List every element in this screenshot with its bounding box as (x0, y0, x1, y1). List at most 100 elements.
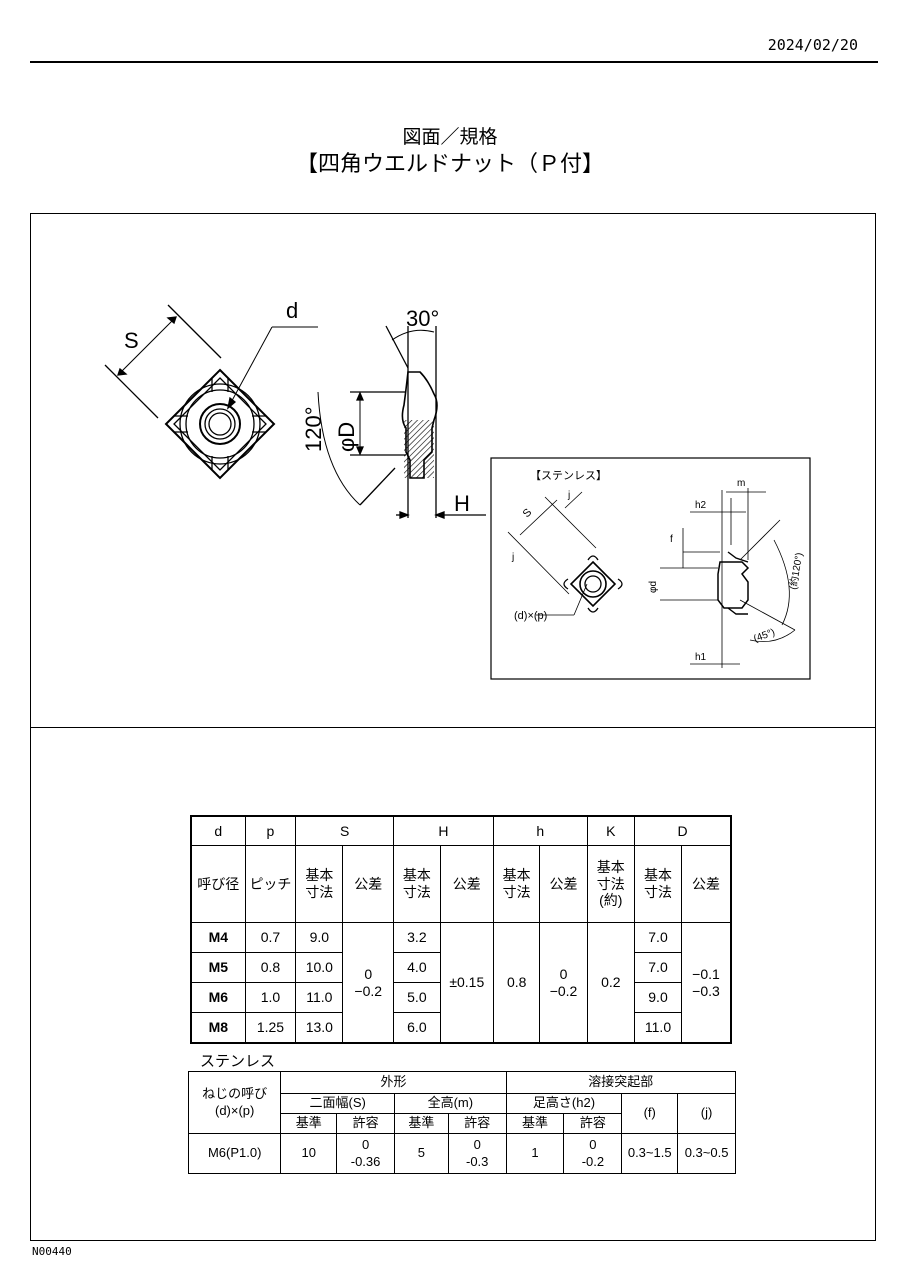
hdr-d-basic: 基本寸法 (634, 845, 682, 923)
inset-label-phid: φd (648, 581, 659, 593)
header-rule (30, 61, 878, 63)
col-dd: D (634, 815, 732, 846)
inset-label-f: f (670, 534, 673, 545)
col-d: d (190, 815, 246, 846)
document-subtitle: 【四角ウエルドナット（Ｐ付】 (295, 152, 604, 177)
col-s: S (295, 815, 395, 846)
document-title: 図面／規格 (402, 126, 498, 148)
cell-s-tol: 0-0.36 (336, 1133, 395, 1174)
cell-p: 1.25 (244, 1012, 297, 1044)
hdr-h-tol: 公差 (439, 845, 494, 923)
table-row: M6(P1.0) 10 0-0.36 5 0-0.3 1 0-0.2 0.3~1… (187, 1133, 736, 1174)
inset-drawings (507, 488, 796, 668)
document-id: N00440 (32, 1245, 72, 1258)
cell-d: M5 (190, 952, 246, 983)
hdr-tol: 許容 (563, 1113, 623, 1134)
cell-s-std: 10 (280, 1133, 338, 1174)
label-h: H (454, 491, 470, 516)
label-s: S (124, 328, 139, 353)
stainless-table: ねじの呼び(d)×(p) 外形 溶接突起部 二面幅(S) 全高(m) 足高さ(h… (187, 1071, 737, 1174)
hdr-tol: 許容 (447, 1113, 507, 1134)
col-h: H (393, 815, 494, 846)
cell-h2-std: 1 (505, 1133, 565, 1174)
cell-h: 6.0 (393, 1012, 441, 1044)
cell-p: 0.8 (244, 952, 297, 983)
document-date: 2024/02/20 (767, 36, 858, 54)
cell-dd: 7.0 (634, 952, 682, 983)
cell-s: 9.0 (295, 922, 344, 953)
cell-dd: 7.0 (634, 922, 682, 953)
cell-d: M8 (190, 1012, 246, 1044)
cell-hh-tol: 0−0.2 (539, 922, 588, 1044)
label-angle-30: 30° (406, 306, 439, 331)
hdr-j: (j) (677, 1093, 736, 1134)
cell-name: M6(P1.0) (187, 1133, 282, 1174)
cell-d: M6 (190, 982, 246, 1013)
inset-label-h1: h1 (695, 652, 707, 663)
inset-label-s: S (521, 506, 535, 520)
table-row: M8 1.25 13.0 6.0 11.0 (190, 1012, 731, 1044)
inset-label-120: (約120°) (786, 551, 805, 590)
label-d: d (286, 298, 298, 323)
hdr-tol: 許容 (336, 1113, 395, 1134)
inset-label-45: (45°) (752, 627, 776, 645)
cell-d: M4 (190, 922, 246, 953)
col-p: p (244, 815, 297, 846)
hdr-hh-basic: 基本寸法 (492, 845, 541, 923)
cell-hh: 0.8 (492, 922, 541, 1044)
spec-table: d p S H h K D 呼び径 ピッチ 基本寸法 公差 基本寸法 公差 基本… (190, 815, 732, 1044)
cell-f: 0.3~1.5 (621, 1133, 679, 1174)
cell-d-tol: −0.1−0.3 (680, 922, 732, 1044)
cell-h2-tol: 0-0.2 (563, 1133, 623, 1174)
hdr-s-basic: 基本寸法 (295, 845, 344, 923)
hdr-h-basic: 基本寸法 (393, 845, 441, 923)
hdr-std: 基準 (505, 1113, 565, 1134)
cell-s: 11.0 (295, 982, 344, 1013)
inset-title: 【ステンレス】 (530, 469, 607, 482)
label-phi-d: φD (334, 422, 359, 452)
hdr-std: 基準 (280, 1113, 338, 1134)
label-angle-120: 120° (301, 406, 326, 452)
inset-label-h2: h2 (695, 500, 707, 511)
cell-s-tol: 0−0.2 (342, 922, 395, 1044)
cell-h: 4.0 (393, 952, 441, 983)
hdr-d-tol: 公差 (680, 845, 732, 923)
cell-dd: 11.0 (634, 1012, 682, 1044)
nut-side-view (317, 325, 486, 519)
cell-s: 10.0 (295, 952, 344, 983)
nut-top-view (104, 304, 318, 480)
hdr-hh-tol: 公差 (539, 845, 588, 923)
cell-h: 3.2 (393, 922, 441, 953)
hdr-pitch: ピッチ (244, 845, 297, 923)
inset-label-m: m (737, 478, 745, 489)
inset-label-j2: j (511, 552, 514, 563)
col-k: K (586, 815, 636, 846)
cell-j: 0.3~0.5 (677, 1133, 736, 1174)
hdr-k-basic: 基本寸法(約) (586, 845, 636, 923)
inset-label-dp: (d)×(p) (514, 610, 547, 622)
table-row: M4 0.7 9.0 0−0.2 3.2 ±0.15 0.8 0−0.2 0.2… (190, 922, 732, 1044)
cell-dd: 9.0 (634, 982, 682, 1013)
hdr-height: 全高(m) (394, 1093, 507, 1114)
hdr-s-tol: 公差 (342, 845, 395, 923)
cell-p: 0.7 (244, 922, 297, 953)
technical-drawing: S d 30° 120° φD H 【ステンレス】 S j j (d)×(p) … (104, 298, 811, 680)
hdr-thread-name: ねじの呼び(d)×(p) (187, 1071, 282, 1134)
inset-label-j1: j (567, 490, 570, 501)
hdr-width: 二面幅(S) (280, 1093, 395, 1114)
stainless-caption: ステンレス (200, 1053, 276, 1070)
cell-m-std: 5 (394, 1133, 449, 1174)
cell-h-tol: ±0.15 (439, 922, 494, 1044)
hdr-shape: 外形 (280, 1071, 507, 1094)
hdr-foot: 足高さ(h2) (505, 1093, 623, 1114)
hdr-nominal: 呼び径 (190, 845, 246, 923)
hdr-weld: 溶接突起部 (505, 1071, 737, 1094)
stainless-inset-frame (490, 457, 811, 680)
col-hh: h (492, 815, 588, 846)
cell-p: 1.0 (244, 982, 297, 1013)
cell-k: 0.2 (586, 922, 636, 1044)
cell-m-tol: 0-0.3 (447, 1133, 507, 1174)
cell-s: 13.0 (295, 1012, 344, 1044)
table-row: M6 1.0 11.0 5.0 9.0 (190, 982, 731, 1013)
frame-divider (30, 727, 876, 728)
